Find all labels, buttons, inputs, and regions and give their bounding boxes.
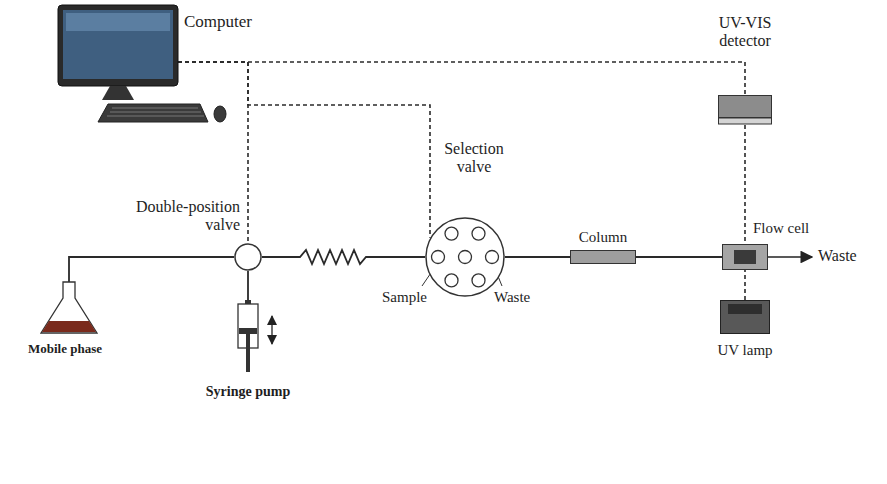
signal-line [744,270,746,300]
node-label: Computer [184,12,252,32]
keyboard [98,104,208,122]
node-label: Mobile phase [28,342,102,357]
node-label: Column [563,229,643,246]
plunger-motion-arrow [271,316,272,344]
computer-monitor-outline [58,5,178,100]
column-tube: Column [570,250,636,264]
uv-lamp: UV lamp [720,300,770,334]
port-label: Waste [818,247,857,265]
node-label: UV-VIS detector [706,14,784,51]
flow-tube [69,257,234,282]
signal-line [744,125,746,244]
flow-tube [262,250,425,264]
selection-valve-outline [425,217,505,297]
syringe-pump: Syringe pump [237,300,259,372]
signal-line [178,62,745,95]
flow-tube [505,256,570,258]
two-position-valve-outline [234,243,262,271]
node-label: Flow cell [753,220,809,237]
mobile-phase-flask-outline [40,282,98,334]
signal-line [178,62,248,243]
port-label: Waste [494,289,530,306]
column-tube-outline [570,250,636,264]
node-label: Syringe pump [188,384,308,400]
flow-cell: Flow cell [722,244,768,270]
flow-tube [636,256,722,258]
node-label: Double-position valve [112,198,240,235]
two-position-valve: Double-position valve [234,243,262,271]
uv-lamp-outline [720,300,770,334]
mobile-phase-flask: Mobile phase [40,282,98,334]
detector-box-outline [718,95,772,125]
detector-box: UV-VIS detector [718,95,772,125]
computer-mouse [214,106,226,122]
node-label: UV lamp [695,342,795,359]
computer-monitor: Computer [58,5,178,100]
flow-cell-outline [722,244,768,270]
node-label: Selection valve [436,140,512,177]
syringe-pump-outline [237,300,259,372]
selection-valve: Selection valve [425,217,505,297]
waste-outlet-arrow [768,256,812,258]
flow-tube [247,271,249,300]
port-label: Sample [382,289,427,306]
